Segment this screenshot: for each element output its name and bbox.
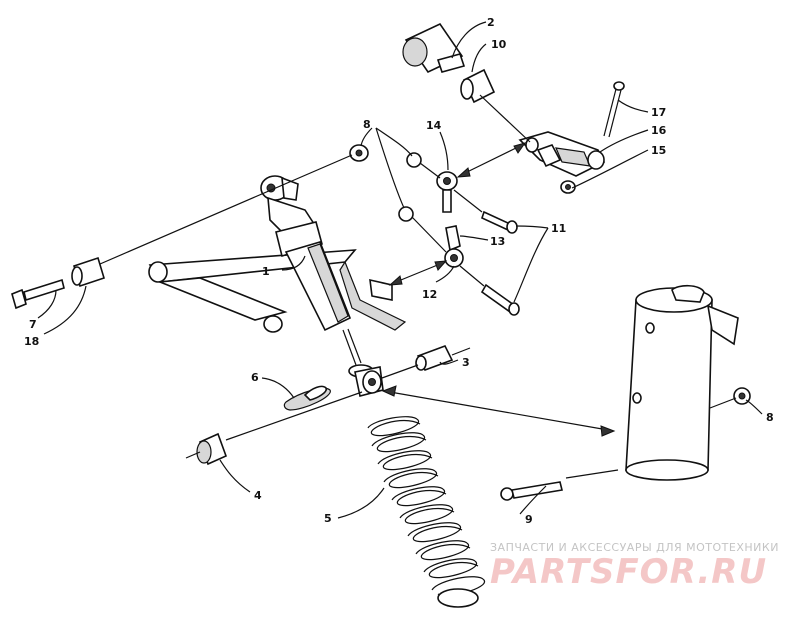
adjuster-lever [518,131,606,177]
shock-absorber [260,175,384,397]
callout-11: 11 [551,222,566,235]
callout-labels: 1 2 3 4 5 6 7 18 8 8 9 10 11 12 13 14 15… [24,16,774,526]
knob [402,22,466,74]
watermark-tagline: ЗАПЧАСТИ И АКСЕССУАРЫ ДЛЯ МОТОТЕХНИКИ [490,541,779,554]
assembly-lines [99,94,737,479]
screw [480,210,520,316]
callout-12: 12 [422,288,437,301]
bushing [196,432,228,466]
coil-spring [367,416,485,608]
callout-2: 2 [487,16,495,29]
callout-16: 16 [651,124,667,137]
sleeve [415,345,454,371]
callout-9: 9 [525,513,533,526]
callout-7: 7 [29,318,37,331]
callout-14: 14 [426,119,442,132]
callout-8-lower: 8 [766,411,774,424]
linkage [398,152,464,268]
callout-4: 4 [254,489,262,502]
callout-17: 17 [651,106,666,119]
spring-retainer [283,385,331,411]
bolt [500,481,563,501]
watermark: ЗАПЧАСТИ И АКСЕССУАРЫ ДЛЯ МОТОТЕХНИКИ PA… [490,541,779,592]
bolt [11,278,65,310]
mounting-bracket [625,284,739,481]
callout-18: 18 [24,335,39,348]
a-arm-frame [148,249,407,333]
callout-5: 5 [324,512,332,525]
callout-leaders [37,21,763,519]
callout-10: 10 [491,38,507,51]
watermark-logo: PARTSFOR.RU [490,552,767,592]
pin [603,81,625,138]
callout-8-upper: 8 [363,118,371,131]
nut [349,144,369,162]
callout-6: 6 [251,371,259,384]
callout-3: 3 [462,356,470,369]
sleeve [460,68,496,104]
callout-13: 13 [490,235,505,248]
spacer [71,256,105,288]
callout-15: 15 [651,144,666,157]
callout-1: 1 [262,265,270,278]
